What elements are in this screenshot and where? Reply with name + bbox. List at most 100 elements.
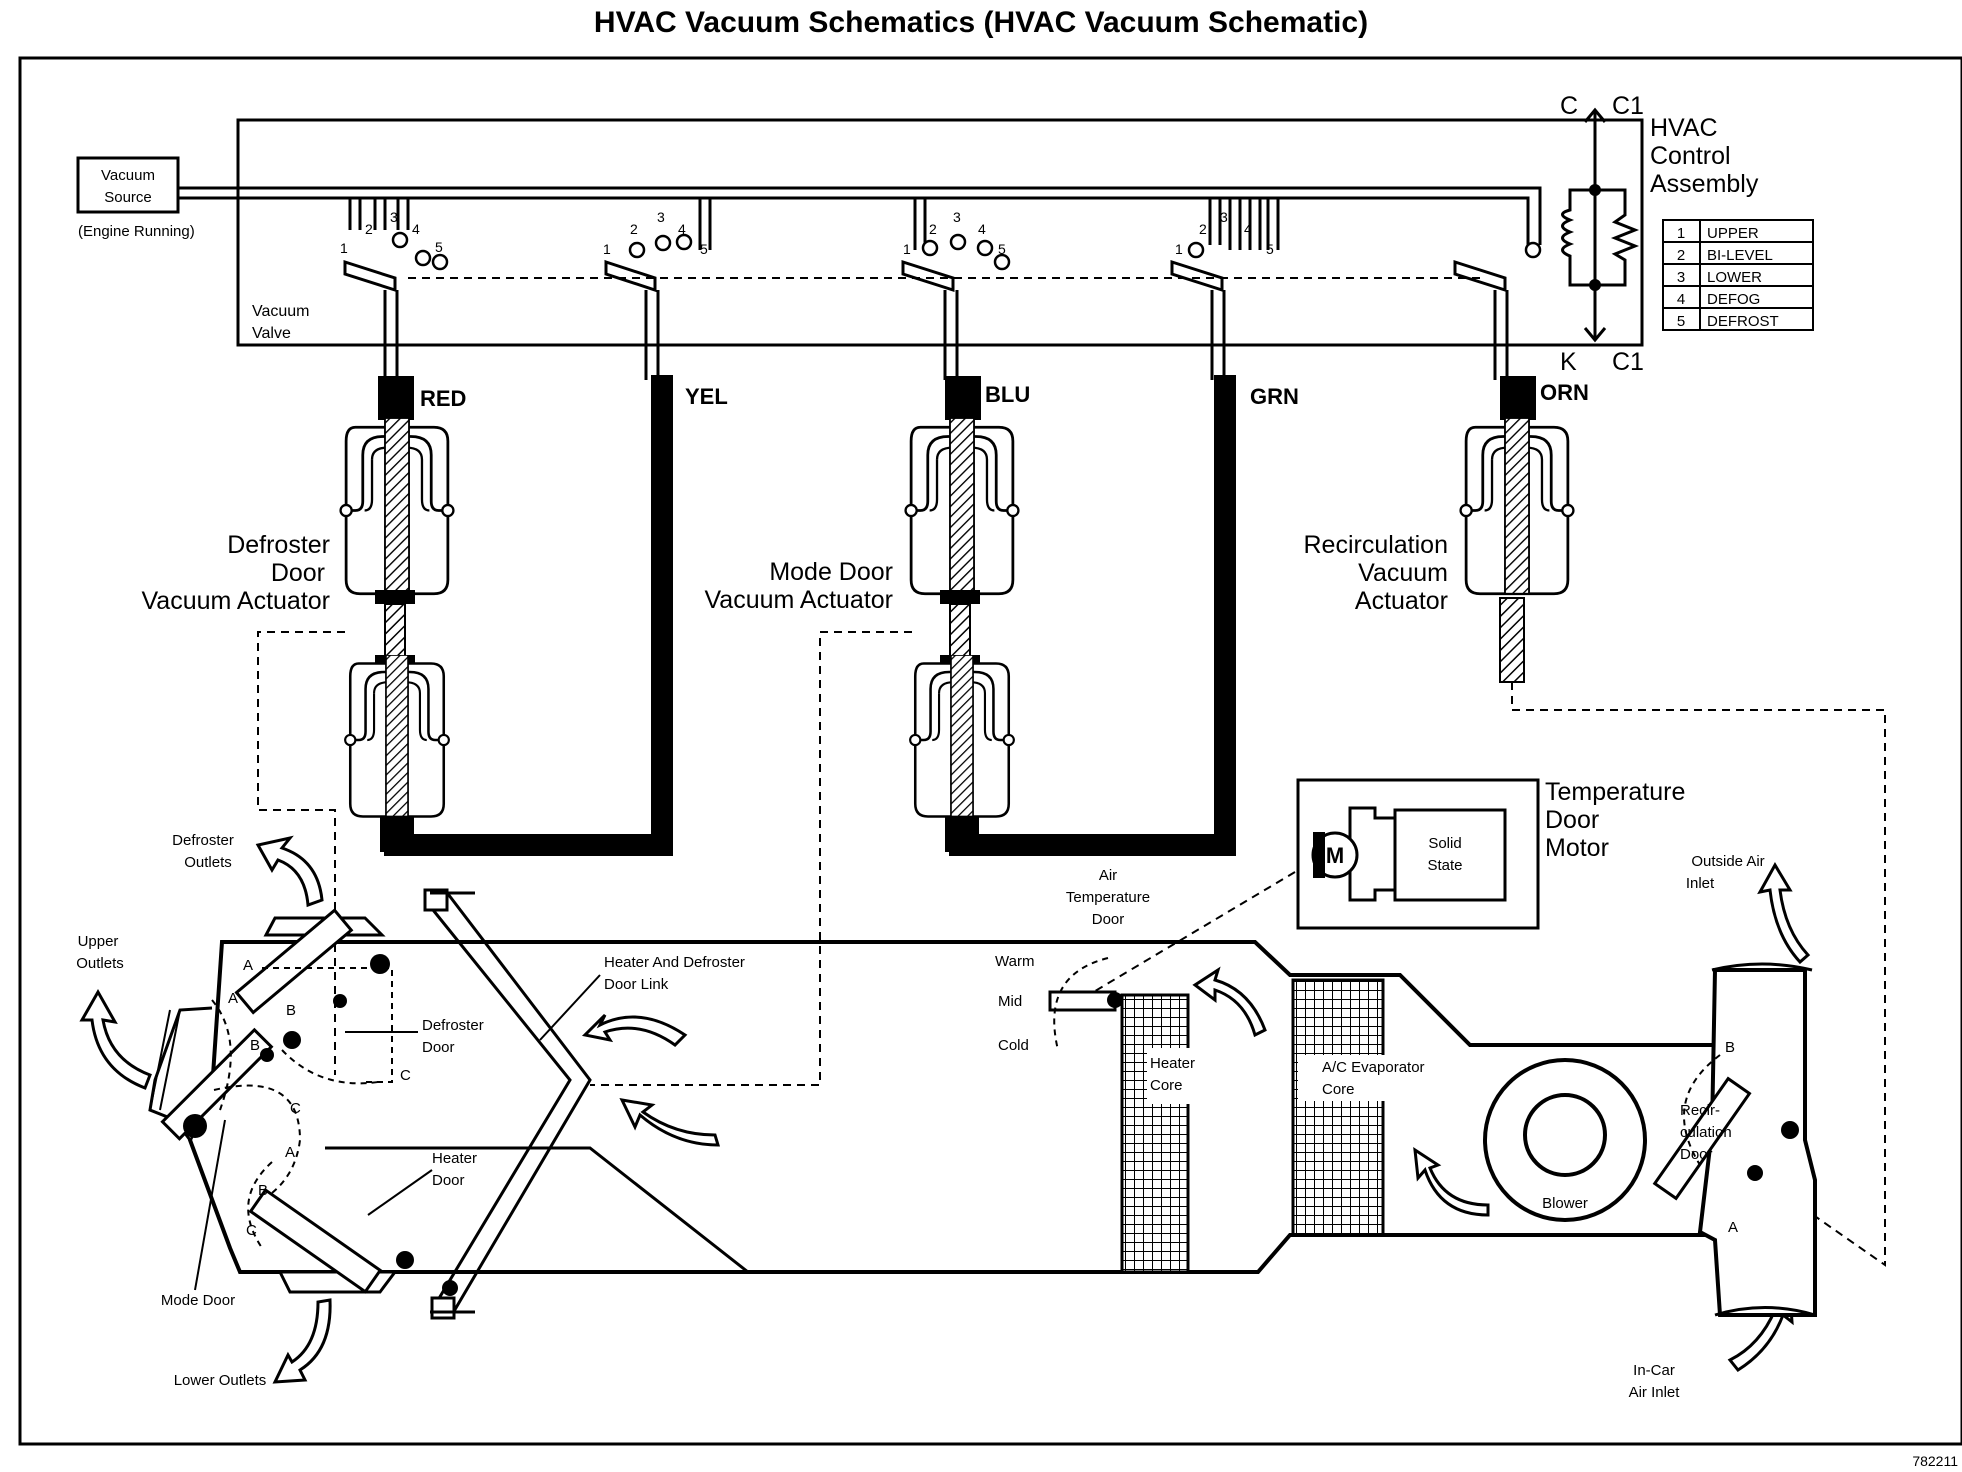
assembly-label: HVAC [1650,114,1718,142]
svg-text:Valve: Valve [252,325,291,342]
svg-text:4: 4 [412,221,420,237]
in-car-air-label: In-Car [1633,1362,1675,1379]
svg-text:3: 3 [657,209,665,225]
svg-text:4: 4 [1244,221,1252,237]
svg-text:Heater: Heater [1150,1055,1195,1072]
svg-text:Air: Air [1099,867,1117,884]
svg-text:C: C [246,1222,257,1239]
svg-text:B: B [1725,1039,1735,1056]
svg-text:C1: C1 [1612,348,1644,376]
evaporator-core: A/C Evaporator Core [1291,978,1438,1237]
svg-text:A: A [1728,1219,1738,1236]
svg-text:2: 2 [929,221,937,237]
svg-text:K: K [1560,348,1577,376]
vacuum-valve-label: Vacuum [252,303,310,320]
svg-text:Vacuum: Vacuum [1358,559,1448,587]
svg-text:Door: Door [432,1172,465,1189]
svg-text:A: A [285,1144,295,1161]
heater-door-label: Heater [432,1150,477,1167]
svg-text:C: C [290,1100,301,1117]
temperature-door-motor: M Solid State Temperature Door Motor [1296,778,1685,930]
link-lines [257,631,1886,1267]
vacuum-source: Vacuum Source [76,156,180,214]
air-temperature-door: Air Temperature Door Warm Mid Cold [995,867,1150,1054]
defroster-actuator-label: Defroster [227,531,330,559]
diagram-title: HVAC Vacuum Schematics (HVAC Vacuum Sche… [593,6,1369,39]
svg-text:C: C [400,1067,411,1084]
svg-text:2: 2 [1677,247,1685,264]
svg-text:Door: Door [422,1039,455,1056]
svg-text:BI-LEVEL: BI-LEVEL [1707,247,1773,264]
svg-text:Mid: Mid [998,993,1022,1010]
defroster-door [234,908,393,1085]
svg-text:1: 1 [340,240,348,256]
door-position-letters: A A B B C C A B C [228,957,411,1239]
heater-core: Heater Core [1120,993,1205,1274]
vacuum-tubes [383,290,1509,380]
svg-text:M: M [1326,843,1344,868]
defroster-door-label: Defroster [422,1017,484,1034]
svg-text:Core: Core [1322,1081,1355,1098]
door-link [423,888,592,1320]
svg-text:4: 4 [1677,291,1685,308]
lower-outlets-label: Lower Outlets [174,1372,267,1389]
svg-text:3: 3 [390,209,398,225]
svg-text:5: 5 [1677,313,1685,330]
wire-blu: BLU [985,382,1030,407]
svg-text:5: 5 [700,241,708,257]
outer-frame [18,56,1962,1446]
svg-text:Temperature: Temperature [1545,778,1685,806]
upper-outlets-label: Upper [78,933,119,950]
svg-text:Core: Core [1150,1077,1183,1094]
mode-actuator-label: Mode Door [769,558,893,586]
svg-text:1: 1 [603,241,611,257]
svg-text:3: 3 [953,209,961,225]
mode-door-label: Mode Door [161,1292,235,1309]
svg-text:3: 3 [1677,269,1685,286]
leader-lines [194,974,601,1291]
svg-text:UPPER: UPPER [1707,225,1759,242]
blower: Blower [1483,1058,1647,1222]
svg-text:Actuator: Actuator [1355,587,1448,615]
svg-text:Source: Source [104,189,152,206]
svg-text:Blower: Blower [1542,1195,1588,1212]
svg-text:Door: Door [1092,911,1125,928]
svg-text:Door: Door [1545,806,1599,834]
control-assembly-box [236,118,1644,347]
port-circles [391,231,1542,271]
svg-text:A: A [228,990,238,1007]
mode-door [160,999,302,1201]
svg-text:Assembly: Assembly [1650,170,1759,198]
svg-text:5: 5 [998,241,1006,257]
recirc-actuator-label: Recirculation [1303,531,1448,559]
door-link-label: Heater And Defroster [604,954,745,971]
svg-text:State: State [1427,857,1462,874]
svg-text:3: 3 [1220,209,1228,225]
svg-text:B: B [250,1037,260,1054]
svg-text:Vacuum Actuator: Vacuum Actuator [141,587,330,615]
wire-grn: GRN [1250,384,1299,409]
mode-legend: 1 UPPER 2 BI-LEVEL 3 LOWER 4 DEFOG 5 DEF… [1662,219,1814,331]
svg-text:Warm: Warm [995,953,1034,970]
svg-text:Door: Door [1680,1146,1713,1163]
svg-text:LOWER: LOWER [1707,269,1762,286]
valve-rockers [343,259,1507,293]
svg-text:5: 5 [1266,241,1274,257]
wire-red: RED [420,386,466,411]
wire-yel: YEL [685,384,728,409]
svg-text:Outlets: Outlets [76,955,124,972]
svg-text:culation: culation [1680,1124,1732,1141]
mode-door-actuator [904,418,1020,818]
svg-text:4: 4 [678,221,686,237]
svg-text:Door: Door [271,559,325,587]
svg-text:Inlet: Inlet [1686,875,1715,892]
svg-text:Air Inlet: Air Inlet [1629,1384,1681,1401]
svg-text:Motor: Motor [1545,834,1609,862]
svg-text:DEFOG: DEFOG [1707,291,1760,308]
svg-text:2: 2 [630,221,638,237]
recirculation-actuator [1459,418,1575,683]
svg-text:C1: C1 [1612,92,1644,120]
svg-text:1: 1 [903,241,911,257]
